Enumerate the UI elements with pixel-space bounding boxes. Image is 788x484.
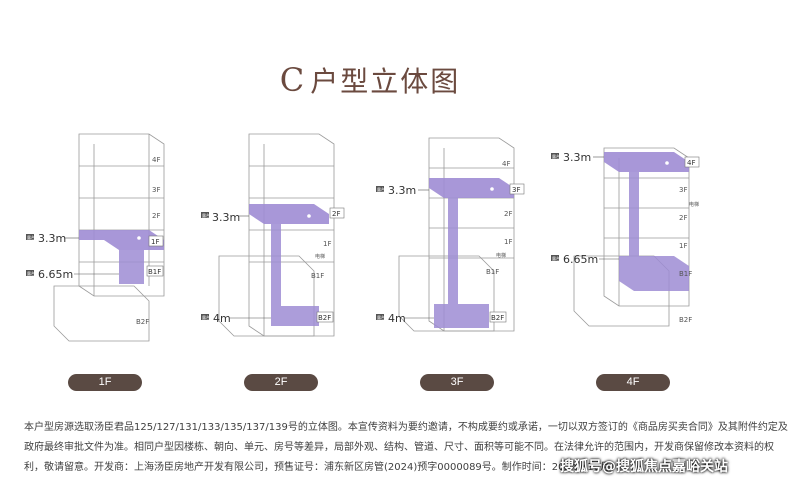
title-letter: C (279, 61, 307, 99)
floor-label: B2F (679, 316, 692, 324)
isometric-building-3f: 4F 3F 2F 1F B1F B2F 电梯 露台 3.3m 露台 4m (376, 137, 525, 332)
floor-label: B2F (136, 318, 149, 326)
floor-label: 2F (152, 212, 160, 220)
floor-label: B1F (486, 268, 499, 276)
callout-value: 4m (388, 312, 406, 325)
callout-tag: 露台 (552, 255, 560, 261)
floor-label: B2F (318, 314, 331, 322)
floor-label: 1F (323, 240, 331, 248)
watermark: 搜狐号@搜狐焦点嘉峪关站 (560, 459, 728, 475)
floor-label: 3F (679, 186, 687, 194)
callout-value: 6.65m (563, 253, 598, 266)
title-text: 户型立体图 (310, 65, 461, 98)
floor-label: 3F (152, 186, 160, 194)
callout-tag: 露台 (27, 270, 35, 276)
callout-tag: 露台 (202, 212, 210, 218)
caption-pill-3f: 3F (420, 374, 494, 391)
floor-label: 3F (512, 186, 520, 194)
callout-value: 3.3m (388, 184, 416, 197)
diagram-4f: 4F 3F 2F 1F B1F B2F 电梯 露台 3.3m 露台 6.65m (549, 126, 724, 356)
isometric-building-1f: 4F 3F 2F 1F B1F B2F 露台 3.3m 露台 6.65m (26, 133, 165, 342)
callout-tag: 露台 (377, 186, 385, 192)
elevator-label: 电梯 (315, 253, 325, 260)
diagram-2f: 2F 1F B1F B2F 电梯 露台 3.3m 露台 4m (199, 126, 374, 356)
floor-label: B1F (148, 268, 161, 276)
disclaimer-line: 利，敬请留意。开发商：上海汤臣房地产开发有限公司，预售证号：浦东新区房管(202… (24, 462, 610, 473)
caption-pill-4f: 4F (596, 374, 670, 391)
elevator-label: 电梯 (689, 201, 699, 208)
callout-value: 4m (213, 312, 231, 325)
elevator-label: 电梯 (496, 252, 506, 259)
floor-label: B1F (679, 270, 692, 278)
callout-value: 3.3m (563, 151, 591, 164)
floor-label: B2F (491, 314, 504, 322)
floor-label: 2F (679, 214, 687, 222)
isometric-building-4f: 4F 3F 2F 1F B1F B2F 电梯 露台 3.3m 露台 6.65m (551, 147, 700, 327)
floor-label: 1F (151, 238, 159, 246)
disclaimer-line: 本户型房源选取汤臣君品125/127/131/133/135/137/139号的… (24, 422, 788, 433)
floor-label: 4F (687, 159, 695, 167)
floor-label: 1F (504, 238, 512, 246)
callout-tag: 露台 (377, 314, 385, 320)
diagram-3f: 4F 3F 2F 1F B1F B2F 电梯 露台 3.3m 露台 4m (374, 126, 549, 356)
floor-label: B1F (311, 272, 324, 280)
callout-tag: 露台 (552, 153, 560, 159)
floor-label: 2F (504, 210, 512, 218)
caption-pill-2f: 2F (244, 374, 318, 391)
disclaimer-line: 政府最终审批文件为准。相同户型因楼栋、朝向、单元、房号等差异，局部外观、结构、管… (24, 442, 774, 453)
callout-value: 3.3m (38, 232, 66, 245)
callout-tag: 露台 (27, 234, 35, 240)
diagram-1f: 4F 3F 2F 1F B1F B2F 露台 3.3m 露台 6.65m (24, 126, 199, 356)
floor-label: 2F (332, 210, 340, 218)
floor-label: 4F (152, 156, 160, 164)
disclaimer-text: 本户型房源选取汤臣君品125/127/131/133/135/137/139号的… (24, 418, 788, 478)
callout-tag: 露台 (202, 314, 210, 320)
callout-value: 6.65m (38, 268, 73, 281)
floor-label: 4F (502, 160, 510, 168)
callout-value: 3.3m (212, 211, 240, 224)
isometric-building-2f: 2F 1F B1F B2F 电梯 露台 3.3m 露台 4m (201, 133, 345, 337)
floor-label: 1F (679, 242, 687, 250)
caption-pill-1f: 1F (68, 374, 142, 391)
